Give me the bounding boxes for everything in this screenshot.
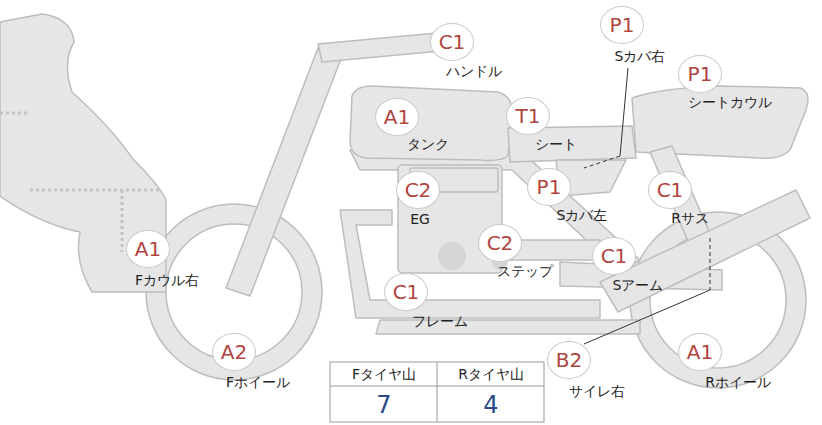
part-name: タンク bbox=[407, 136, 449, 152]
grade-code: C1 bbox=[592, 237, 636, 275]
part-name: Fカウル右 bbox=[135, 272, 199, 288]
part-name: シート bbox=[535, 136, 577, 152]
grade-code: A1 bbox=[678, 333, 722, 371]
part-name: Rホイール bbox=[705, 374, 771, 390]
grade-code: P1 bbox=[527, 168, 571, 206]
grade-code: C2 bbox=[396, 171, 440, 209]
part-name: サイレ右 bbox=[569, 383, 625, 399]
table-header: Fタイヤ山 bbox=[331, 363, 437, 386]
grade-code: C1 bbox=[384, 273, 428, 311]
part-name: シートカウル bbox=[688, 94, 772, 110]
grade-code: P1 bbox=[600, 6, 644, 44]
grade-code: A2 bbox=[212, 333, 256, 371]
grade-code: A1 bbox=[375, 98, 419, 136]
part-name: ステップ bbox=[497, 263, 553, 279]
grade-code: T1 bbox=[506, 97, 550, 135]
table-value: 4 bbox=[438, 387, 544, 422]
part-name: ハンドル bbox=[446, 63, 502, 79]
grade-code: P1 bbox=[678, 55, 722, 93]
part-name: Sカバ左 bbox=[557, 207, 608, 223]
grade-code: C2 bbox=[478, 224, 522, 262]
tread-table bbox=[330, 362, 544, 422]
grade-code: C1 bbox=[648, 171, 692, 209]
part-name: Rサス bbox=[671, 210, 709, 226]
grade-code: C1 bbox=[430, 23, 474, 61]
grade-code: B2 bbox=[547, 341, 591, 379]
table-value: 7 bbox=[331, 387, 437, 422]
part-name: Sアーム bbox=[613, 277, 664, 293]
table-header: Rタイヤ山 bbox=[438, 363, 544, 386]
part-name: EG bbox=[410, 211, 430, 227]
part-name: フレーム bbox=[412, 313, 468, 329]
grade-code: A1 bbox=[126, 230, 170, 268]
part-name: Fホイール bbox=[226, 374, 290, 390]
part-name: Sカバ右 bbox=[615, 48, 666, 64]
